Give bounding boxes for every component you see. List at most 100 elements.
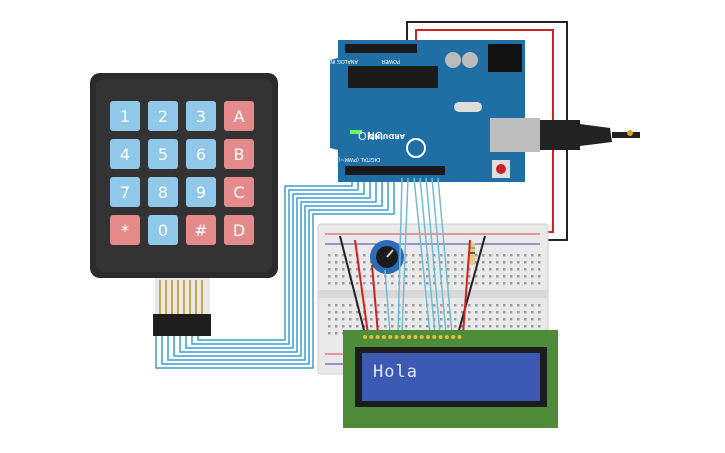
arduino-uno xyxy=(330,40,540,182)
breadboard-hole xyxy=(538,261,541,264)
breadboard-hole xyxy=(349,304,352,307)
breadboard-hole xyxy=(377,282,380,285)
breadboard-hole xyxy=(461,325,464,328)
keypad-key-0[interactable]: 0 xyxy=(148,215,178,245)
breadboard-hole xyxy=(405,261,408,264)
breadboard-hole xyxy=(468,318,471,321)
keypad-key-3[interactable]: 3 xyxy=(186,101,216,131)
breadboard-hole xyxy=(328,268,331,271)
breadboard-hole xyxy=(426,268,429,271)
breadboard-hole xyxy=(342,261,345,264)
breadboard-hole xyxy=(412,325,415,328)
breadboard-hole xyxy=(342,268,345,271)
keypad-key-8[interactable]: 8 xyxy=(148,177,178,207)
breadboard-hole xyxy=(426,282,429,285)
breadboard-hole xyxy=(524,254,527,257)
breadboard-hole xyxy=(405,325,408,328)
breadboard-hole xyxy=(489,304,492,307)
keypad-key-1[interactable]: 1 xyxy=(110,101,140,131)
breadboard-hole xyxy=(538,304,541,307)
breadboard-hole xyxy=(517,275,520,278)
breadboard-hole xyxy=(538,325,541,328)
keypad-key-*[interactable]: * xyxy=(110,215,140,245)
breadboard-hole xyxy=(482,268,485,271)
breadboard-hole xyxy=(503,268,506,271)
breadboard-hole xyxy=(447,261,450,264)
keypad-key-label: 8 xyxy=(158,183,168,202)
breadboard-hole xyxy=(391,311,394,314)
breadboard-hole xyxy=(349,282,352,285)
breadboard-hole xyxy=(440,261,443,264)
breadboard-hole xyxy=(405,254,408,257)
breadboard-hole xyxy=(510,275,513,278)
keypad-key-2[interactable]: 2 xyxy=(148,101,178,131)
breadboard-hole xyxy=(468,268,471,271)
breadboard-hole xyxy=(447,282,450,285)
breadboard-hole xyxy=(461,275,464,278)
keypad-key-D[interactable]: D xyxy=(224,215,254,245)
lcd-pins xyxy=(363,335,462,339)
breadboard-hole xyxy=(496,304,499,307)
lcd-screen xyxy=(362,353,540,401)
breadboard-hole xyxy=(412,275,415,278)
keypad-key-7[interactable]: 7 xyxy=(110,177,140,207)
breadboard-hole xyxy=(370,282,373,285)
keypad-key-label: B xyxy=(234,145,245,164)
breadboard-hole xyxy=(489,275,492,278)
breadboard-hole xyxy=(433,254,436,257)
keypad-key-#[interactable]: # xyxy=(186,215,216,245)
breadboard-hole xyxy=(335,254,338,257)
breadboard-hole xyxy=(405,304,408,307)
breadboard-hole xyxy=(356,275,359,278)
breadboard-hole xyxy=(412,304,415,307)
breadboard-hole xyxy=(426,325,429,328)
keypad-key-6[interactable]: 6 xyxy=(186,139,216,169)
keypad-key-C[interactable]: C xyxy=(224,177,254,207)
breadboard-hole xyxy=(517,254,520,257)
keypad-key-label: 5 xyxy=(158,145,168,164)
keypad-key-label: 6 xyxy=(196,145,206,164)
lcd-display-text: Hola xyxy=(373,362,418,382)
breadboard-hole xyxy=(503,275,506,278)
keypad-key-9[interactable]: 9 xyxy=(186,177,216,207)
keypad-key-4[interactable]: 4 xyxy=(110,139,140,169)
keypad-key-B[interactable]: B xyxy=(224,139,254,169)
breadboard-hole xyxy=(496,261,499,264)
breadboard-hole xyxy=(524,275,527,278)
breadboard-hole xyxy=(538,318,541,321)
breadboard-hole xyxy=(384,282,387,285)
breadboard-hole xyxy=(524,311,527,314)
breadboard-hole xyxy=(531,254,534,257)
breadboard-hole xyxy=(447,311,450,314)
breadboard-hole xyxy=(454,318,457,321)
lcd-module xyxy=(343,330,558,428)
breadboard-hole xyxy=(391,325,394,328)
lcd-pin xyxy=(381,335,386,339)
breadboard-hole xyxy=(475,311,478,314)
keypad-key-label: A xyxy=(234,107,245,126)
breadboard-hole xyxy=(370,268,373,271)
breadboard-hole xyxy=(468,325,471,328)
breadboard-hole xyxy=(349,325,352,328)
breadboard-hole xyxy=(335,275,338,278)
breadboard-hole xyxy=(419,311,422,314)
lcd-pin xyxy=(426,335,430,339)
lcd-pin xyxy=(438,335,443,339)
breadboard-hole xyxy=(517,282,520,285)
breadboard-hole xyxy=(335,261,338,264)
breadboard-hole xyxy=(363,254,366,257)
keypad-key-A[interactable]: A xyxy=(224,101,254,131)
keypad-key-label: # xyxy=(194,221,207,240)
breadboard-hole xyxy=(370,311,373,314)
breadboard-hole xyxy=(328,282,331,285)
breadboard-hole xyxy=(335,311,338,314)
breadboard-hole xyxy=(335,332,338,335)
arduino-brand-label: ARDUINO xyxy=(368,132,405,140)
keypad-key-5[interactable]: 5 xyxy=(148,139,178,169)
breadboard-hole xyxy=(461,304,464,307)
breadboard-hole xyxy=(482,318,485,321)
breadboard-hole xyxy=(489,325,492,328)
breadboard-hole xyxy=(349,318,352,321)
breadboard-hole xyxy=(384,304,387,307)
